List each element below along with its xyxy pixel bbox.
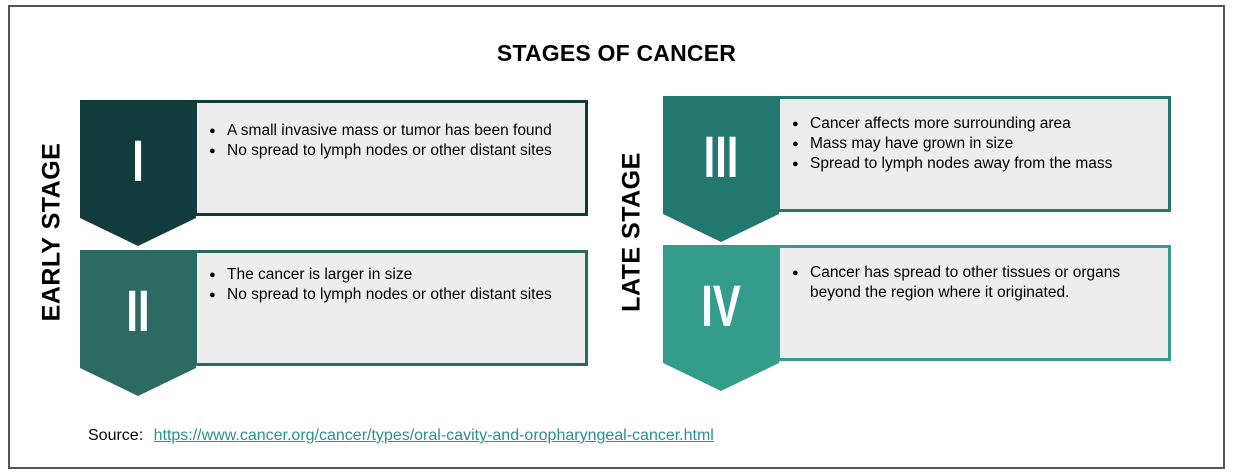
stage-3-badge-shape [663, 96, 779, 242]
stage-4-badge: IV [663, 245, 779, 391]
stage-3-point-2: Mass may have grown in size [790, 134, 1168, 154]
stage-3-point-1: Cancer affects more surrounding area [790, 114, 1168, 134]
stage-2-badge: II [80, 250, 196, 396]
group-label-late: LATE STAGE [617, 152, 646, 312]
stage-3-badge: III [663, 96, 779, 242]
source-label: Source: [88, 427, 144, 444]
stage-4-point-1: Cancer has spread to other tissues or or… [790, 263, 1160, 303]
stage-1-point-2: No spread to lymph nodes or other distan… [207, 141, 585, 161]
source-link[interactable]: https://www.cancer.org/cancer/types/oral… [153, 427, 714, 444]
stage-4-numeral: IV [701, 274, 741, 339]
stage-2-badge-shape [80, 250, 196, 396]
stage-4-card: Cancer has spread to other tissues or or… [777, 245, 1171, 361]
diagram-title: STAGES OF CANCER [496, 40, 737, 66]
group-label-early: EARLY STAGE [37, 142, 66, 322]
stage-3-card: Cancer affects more surrounding area Mas… [777, 96, 1171, 212]
stage-2-point-2: No spread to lymph nodes or other distan… [207, 285, 557, 305]
stage-1-badge: I [80, 100, 196, 246]
stage-1-numeral: I [132, 129, 144, 194]
stage-2-point-1: The cancer is larger in size [207, 265, 585, 285]
stage-1-card: A small invasive mass or tumor has been … [194, 100, 588, 216]
stage-4-badge-shape [663, 245, 779, 391]
stage-2-numeral: II [126, 279, 150, 344]
stage-1-badge-shape [80, 100, 196, 246]
stage-3-numeral: III [703, 125, 739, 190]
stage-3-point-3: Spread to lymph nodes away from the mass [790, 154, 1168, 174]
diagram-frame [8, 5, 1225, 469]
stage-2-card: The cancer is larger in size No spread t… [194, 250, 588, 366]
source-line: Source: https://www.cancer.org/cancer/ty… [88, 427, 714, 445]
stage-1-point-1: A small invasive mass or tumor has been … [207, 121, 585, 141]
